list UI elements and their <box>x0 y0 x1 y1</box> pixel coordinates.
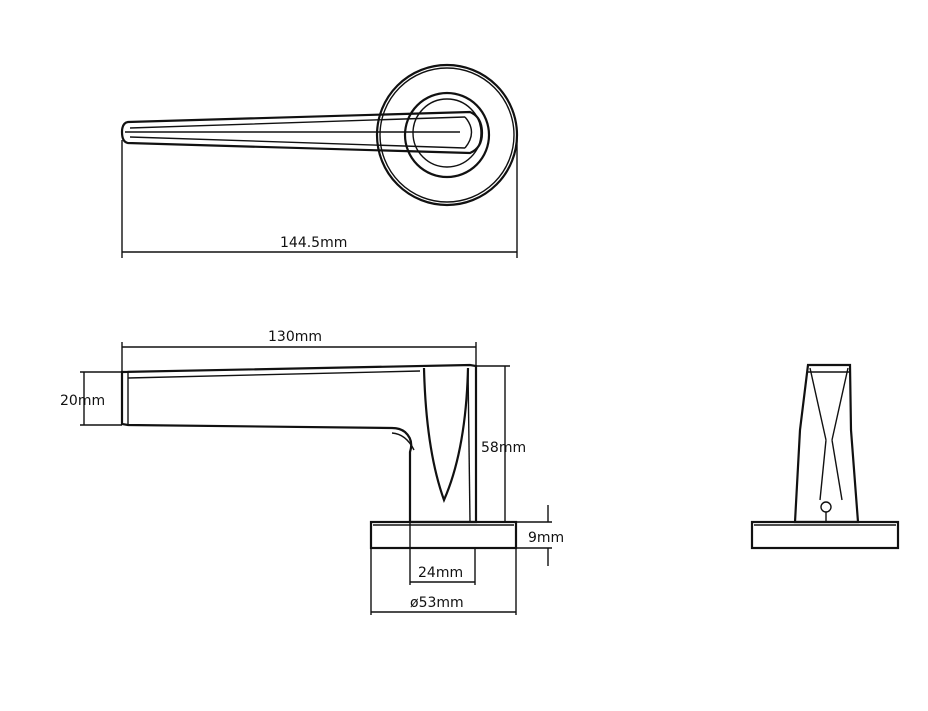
spindle-hole <box>820 501 832 513</box>
dim-overall-length: 144.5mm <box>280 235 347 251</box>
dim-neck-width: 24mm <box>418 565 463 581</box>
rose-inner-ring <box>403 91 491 179</box>
lever-end <box>793 363 860 524</box>
dim-lever-length: 130mm <box>268 329 322 345</box>
neck-teardrop <box>422 367 470 503</box>
rose-end <box>750 520 900 550</box>
dim-rose-thickness: 9mm <box>528 530 564 546</box>
dim-rose-diameter: ø53mm <box>410 595 464 611</box>
lever-top <box>120 110 484 155</box>
rose-side <box>369 520 518 550</box>
lever-side <box>120 363 478 524</box>
end-view <box>750 363 900 550</box>
side-view: 130mm 20mm 58mm 9mm 24mm ø53mm <box>60 329 564 615</box>
dim-lever-height: 20mm <box>60 393 105 409</box>
rose-outer <box>375 63 519 207</box>
top-view: 144.5mm <box>120 63 519 258</box>
dim-projection: 58mm <box>481 440 526 456</box>
